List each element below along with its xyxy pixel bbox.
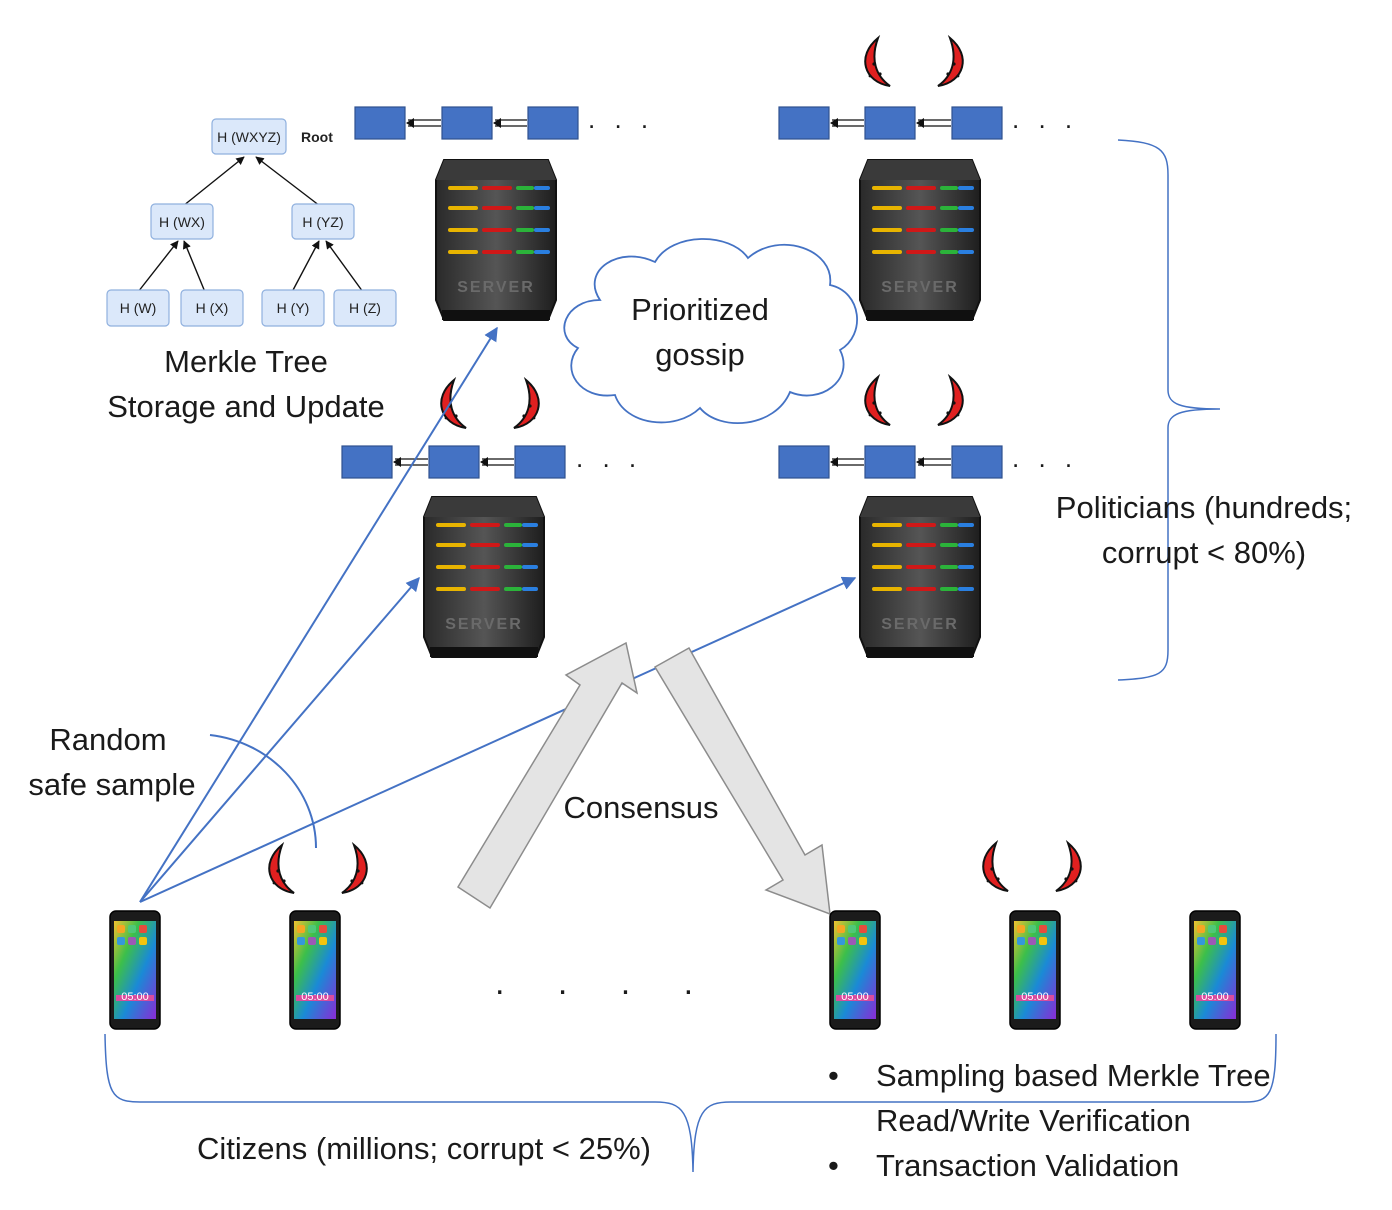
merkle-yz-label: H (YZ) <box>302 214 343 230</box>
merkle-leaf-w-label: H (W) <box>120 300 157 316</box>
server-label: SERVER <box>445 616 523 633</box>
bullet-item-2: Transaction Validation <box>876 1148 1179 1183</box>
bullet-item-1-cont: Read/Write Verification <box>876 1103 1191 1138</box>
phone: 05:00 <box>1009 910 1061 1030</box>
phone: 05:00 <box>829 910 881 1030</box>
bullet-marker: • <box>828 1058 839 1093</box>
politicians-brace: Politicians (hundreds; corrupt < 80%) <box>1056 139 1352 681</box>
merkle-wx-label: H (WX) <box>159 214 205 230</box>
chain-ellipsis: . . . <box>576 443 642 473</box>
merkle-leaf-x <box>180 289 244 327</box>
phones-ellipsis: . . . . <box>495 964 715 1002</box>
merkle-caption-line1: Merkle Tree <box>164 344 328 379</box>
phone-time: 05:00 <box>121 991 149 1003</box>
server-label: SERVER <box>457 279 535 296</box>
random-sample-line1: Random <box>49 722 166 757</box>
merkle-root-label: H (WXYZ) <box>217 129 281 145</box>
block-chain-top-left: . . . <box>354 104 654 140</box>
phone: 05:00 <box>109 910 161 1030</box>
random-sample-line2: safe sample <box>28 767 195 802</box>
phone: 05:00 <box>1189 910 1241 1030</box>
verification-bullets: • Sampling based Merkle Tree Read/Write … <box>828 1058 1271 1183</box>
chain-ellipsis: . . . <box>1012 104 1078 134</box>
block-chain-mid-right: . . . <box>778 443 1078 479</box>
citizens-label: Citizens (millions; corrupt < 25%) <box>197 1131 651 1166</box>
block-chain-top-right: . . . <box>778 104 1078 140</box>
consensus-label: Consensus <box>563 790 718 825</box>
bullet-marker: • <box>828 1148 839 1183</box>
phone-time: 05:00 <box>1201 991 1229 1003</box>
phone-time: 05:00 <box>1021 991 1049 1003</box>
server-top-right: SERVER <box>858 158 982 322</box>
corrupt-horns-icon <box>268 844 368 894</box>
merkle-root-node <box>211 118 287 155</box>
corrupt-horns-icon <box>864 376 964 426</box>
phone: 05:00 <box>289 910 341 1030</box>
merkle-leaf-y <box>261 289 325 327</box>
merkle-leaf-w <box>106 289 170 327</box>
corrupt-horns-icon <box>440 379 540 429</box>
merkle-leaf-z-label: H (Z) <box>349 300 381 316</box>
merkle-leaf-x-label: H (X) <box>196 300 229 316</box>
merkle-leaf-z <box>333 289 397 327</box>
merkle-node-wx <box>150 203 214 240</box>
citizen-phones: 05:00 05:00 05:00 05:00 05:00 <box>109 910 1241 1030</box>
corrupt-horns-icon <box>982 842 1082 892</box>
server-mid-left: SERVER <box>422 495 546 659</box>
random-sample-arrows <box>139 326 857 903</box>
chain-ellipsis: . . . <box>1012 443 1078 473</box>
server-label: SERVER <box>881 279 959 296</box>
server-mid-right: SERVER <box>858 495 982 659</box>
citizens-brace: Citizens (millions; corrupt < 25%) <box>104 1033 1277 1173</box>
consensus-arrows: Consensus <box>456 641 831 916</box>
gossip-cloud: Prioritized gossip <box>563 238 858 425</box>
corrupt-horns-icon <box>864 37 964 87</box>
server-label: SERVER <box>881 616 959 633</box>
chain-ellipsis: . . . <box>588 104 654 134</box>
politicians-label-line1: Politicians (hundreds; <box>1056 490 1352 525</box>
block-chain-mid-left: . . . <box>341 443 642 479</box>
bullet-item-1: Sampling based Merkle Tree <box>876 1058 1271 1093</box>
politicians-label-line2: corrupt < 80%) <box>1102 535 1306 570</box>
merkle-tree: H (WXYZ) Root H (WX) H (YZ) H (W) H (X) … <box>106 118 397 424</box>
phone-time: 05:00 <box>301 991 329 1003</box>
server-top-left: SERVER <box>434 158 558 322</box>
merkle-caption-line2: Storage and Update <box>107 389 385 424</box>
cloud-line1: Prioritized <box>631 292 769 327</box>
merkle-root-tag: Root <box>301 129 333 145</box>
merkle-leaf-y-label: H (Y) <box>277 300 310 316</box>
merkle-node-yz <box>291 203 355 240</box>
cloud-line2: gossip <box>655 337 745 372</box>
phone-time: 05:00 <box>841 991 869 1003</box>
